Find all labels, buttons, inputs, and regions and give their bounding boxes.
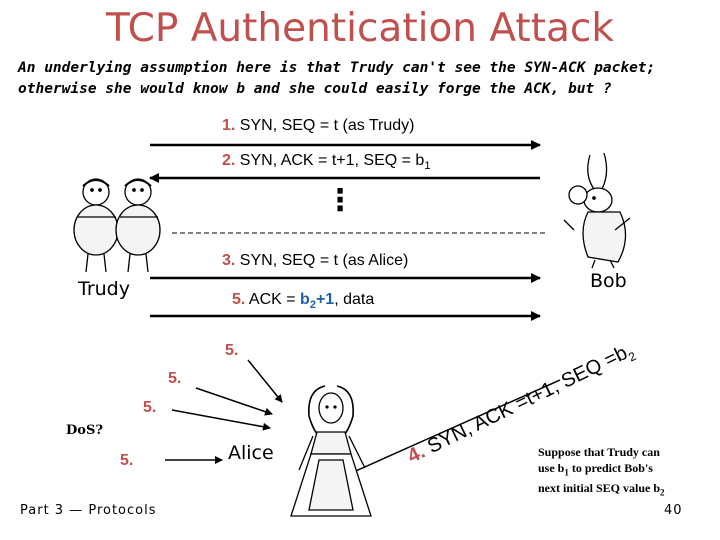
msg-5-label: 5. ACK = b2+1, data [232, 291, 375, 312]
dos-step-1: 5. [225, 342, 239, 359]
note-line-3: next initial SEQ value b2 [538, 481, 665, 498]
ellipsis-dots: ⋮ [325, 183, 355, 218]
msg-2-label: 2. SYN, ACK = t+1, SEQ = b1 [222, 152, 431, 173]
note-line-2: use b1 to predict Bob's [538, 461, 653, 478]
arrow-dos-2 [195, 387, 273, 416]
intro-line-2: otherwise she would know b and she could… [18, 81, 612, 97]
dos-step-2: 5. [168, 370, 182, 387]
arrow-diag-4 [339, 379, 561, 479]
msg-3-label: 3. SYN, SEQ = t (as Alice) [222, 252, 409, 269]
intro-line-1: An underlying assumption here is that Tr… [18, 60, 656, 76]
intro-text: An underlying assumption here is that Tr… [18, 58, 708, 100]
bob-illustration [563, 152, 631, 269]
note-line-1: Suppose that Trudy can [538, 445, 660, 459]
arrow-dos-1 [247, 359, 283, 403]
dos-step-3: 5. [143, 399, 157, 416]
msg-1-label: 1. SYN, SEQ = t (as Trudy) [222, 117, 415, 134]
footer-left: Part 3 — Protocols [20, 503, 157, 518]
slide-title: TCP Authentication Attack [106, 6, 614, 51]
dos-label: DoS? [66, 423, 103, 438]
prediction-note: Suppose that Trudy can use b1 to predict… [538, 444, 718, 501]
trudy-illustration [73, 178, 161, 273]
page-number: 40 [664, 503, 683, 518]
alice-label: Alice [228, 442, 274, 464]
trudy-label: Trudy [78, 278, 130, 300]
arrow-dos-3 [171, 409, 271, 431]
dos-step-4: 5. [120, 452, 134, 469]
alice-illustration [290, 385, 372, 517]
bob-label: Bob [590, 270, 627, 292]
